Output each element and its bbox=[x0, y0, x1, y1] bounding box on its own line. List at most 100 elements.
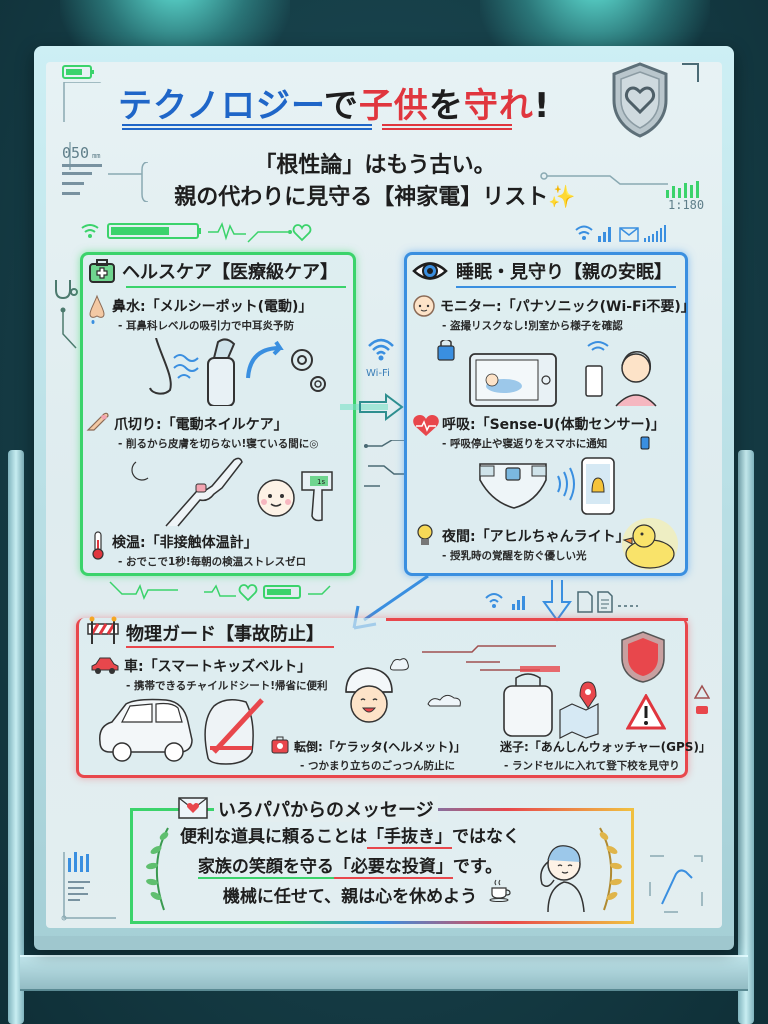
title-protect: 守れ bbox=[463, 86, 534, 126]
item-helmet-desc: - つかまり立ちのごっつん防止に bbox=[300, 760, 456, 772]
arrow-right-icon bbox=[340, 393, 404, 421]
panel-physical-top-border bbox=[386, 618, 688, 621]
barrier-icon bbox=[87, 616, 119, 644]
message-line-2a: 家族の笑顔を守る bbox=[197, 857, 334, 879]
nail-thermometer-illustration: 1s bbox=[131, 457, 333, 527]
message-emphasis-investment: 「必要な投資」 bbox=[333, 857, 453, 879]
coffee-cup-icon bbox=[489, 879, 511, 902]
thermometer-display: 1s bbox=[317, 478, 325, 486]
helmet-child-illustration bbox=[345, 658, 409, 723]
item-car-title: 車:「スマートキッズベルト」 bbox=[124, 659, 312, 675]
corner-bracket bbox=[682, 63, 699, 82]
meter-left-value: 050 bbox=[62, 144, 90, 162]
status-bar-left bbox=[81, 221, 292, 243]
item-nasal-desc: - 耳鼻科レベルの吸引力で中耳炎予防 bbox=[118, 320, 295, 332]
wifi-icon bbox=[368, 338, 394, 361]
sensor-diaper-illustration bbox=[479, 457, 615, 515]
title-underline-red bbox=[382, 124, 512, 130]
message-body: 便利な道具に頼ることは「手抜き」ではなく 家族の笑顔を守る「必要な投資」です。 … bbox=[150, 822, 550, 918]
title-children: 子供 bbox=[358, 86, 429, 126]
document-icons bbox=[577, 591, 638, 613]
signal-bars-green bbox=[666, 181, 699, 198]
nail-icon bbox=[86, 412, 109, 431]
sleep-header-underline bbox=[456, 286, 676, 288]
nose-icon bbox=[89, 294, 105, 324]
baby-monitor-illustration bbox=[437, 340, 657, 407]
arrow-down-icon bbox=[542, 580, 572, 622]
duck-light-icon bbox=[622, 518, 678, 570]
message-header: いろパパからのメッセージ bbox=[214, 796, 438, 822]
item-gps-title: 迷子:「あんしんウォッチャー(GPS)」 bbox=[500, 740, 711, 754]
whiteboard-tray bbox=[34, 936, 734, 950]
item-nail-desc: - 削るから皮膚を切らない!寝ている間に◎ bbox=[118, 438, 319, 450]
relaxed-dad-illustration bbox=[540, 845, 585, 913]
hand-gesture-deco bbox=[649, 855, 703, 913]
healthcare-header-underline bbox=[126, 286, 346, 288]
meter-right: 1:180 bbox=[668, 198, 705, 212]
sleep-header: 睡眠・見守り【親の安眠】 bbox=[456, 262, 672, 283]
status-bar-right bbox=[575, 225, 666, 242]
smartphone-icon-small bbox=[640, 436, 650, 450]
title-technology: テクノロジー bbox=[118, 86, 324, 126]
item-gps-desc: - ランドセルに入れて登下校を見守り bbox=[504, 760, 680, 772]
meter-left-unit: mm bbox=[92, 152, 101, 160]
item-nightlight-desc: - 授乳時の覚醒を防ぐ優しい光 bbox=[442, 550, 587, 562]
item-breathing-title: 呼吸:「Sense-U(体動センサー)」 bbox=[442, 417, 665, 433]
message-line-2: 家族の笑顔を守る「必要な投資」です。 bbox=[150, 852, 550, 879]
nasal-aspirator-illustration bbox=[149, 338, 326, 406]
first-aid-icon bbox=[271, 736, 289, 754]
backpack-gps-illustration bbox=[422, 645, 599, 739]
sparkle-icon: ✨ bbox=[548, 185, 576, 210]
stand-leg-left bbox=[8, 450, 24, 1024]
car-seat-illustration bbox=[99, 698, 264, 765]
circuit-lines-middle bbox=[364, 440, 406, 487]
laurel-left-icon bbox=[146, 827, 169, 911]
subtitle: 「根性論」はもう古い。 親の代わりに見守る【神家電】リスト✨ bbox=[150, 150, 600, 214]
physical-guard-header-underline bbox=[126, 646, 334, 648]
battery-icon bbox=[62, 65, 94, 79]
shield-red-icon bbox=[621, 631, 665, 683]
heart-pulse-icon-small bbox=[292, 224, 312, 242]
laurel-right-icon bbox=[599, 827, 622, 911]
thermometer-icon bbox=[92, 531, 104, 560]
title-exclaim: ! bbox=[533, 86, 551, 126]
item-car-desc: - 携帯できるチャイルドシート!帰省に便利 bbox=[126, 680, 328, 692]
heart-pulse-icon bbox=[413, 415, 439, 436]
item-nail-title: 爪切り:「電動ネイルケア」 bbox=[114, 417, 288, 433]
shield-heart-icon bbox=[612, 62, 668, 138]
item-monitor-desc: - 盗撮リスクなし!別室から様子を確認 bbox=[442, 320, 623, 332]
wifi-label: Wi-Fi bbox=[366, 368, 390, 379]
wifi-signal-icons bbox=[485, 593, 525, 610]
eye-icon bbox=[412, 262, 448, 280]
message-line-3: 機械に任せて、親は心を休めよう bbox=[222, 887, 478, 907]
item-thermometer-title: 検温:「非接触体温計」 bbox=[112, 535, 258, 551]
item-monitor-title: モニター:「パナソニック(Wi-Fi不要)」 bbox=[440, 299, 695, 315]
item-nightlight-title: 夜間:「アヒルちゃんライト」 bbox=[442, 529, 630, 545]
message-emphasis-shortcut: 「手抜き」 bbox=[367, 827, 452, 849]
subtitle-line-2-text: 親の代わりに見守る【神家電】リスト bbox=[174, 185, 549, 210]
title-underline-blue bbox=[122, 124, 372, 130]
physical-guard-header: 物理ガード【事故防止】 bbox=[126, 624, 324, 645]
title-de: で bbox=[323, 86, 359, 126]
envelope-heart-icon bbox=[178, 797, 208, 819]
first-aid-kit-icon bbox=[89, 259, 115, 283]
message-line-1c: ではなく bbox=[452, 827, 520, 847]
message-line-1a: 便利な道具に頼ることは bbox=[180, 827, 367, 847]
panel-healthcare bbox=[80, 252, 356, 576]
circuit-line-right bbox=[540, 172, 668, 185]
stand-leg-right bbox=[738, 450, 754, 1024]
subtitle-line-2: 親の代わりに見守る【神家電】リスト✨ bbox=[150, 182, 600, 214]
lightbulb-icon bbox=[417, 524, 433, 545]
subtitle-line-1: 「根性論」はもう古い。 bbox=[254, 153, 496, 178]
item-nasal-title: 鼻水:「メルシーポット(電動)」 bbox=[112, 299, 313, 315]
status-bar-bottom-green bbox=[109, 581, 331, 602]
baby-face-icon bbox=[413, 295, 435, 317]
message-line-2c: です。 bbox=[452, 857, 503, 877]
stethoscope-icon bbox=[55, 280, 78, 349]
data-bars-left bbox=[62, 162, 149, 202]
item-thermometer-desc: - おでこで1秒!毎朝の検温ストレスゼロ bbox=[118, 556, 307, 568]
title-wo: を bbox=[428, 86, 464, 126]
car-icon bbox=[91, 657, 119, 674]
healthcare-header: ヘルスケア【医療級ケア】 bbox=[122, 262, 338, 283]
